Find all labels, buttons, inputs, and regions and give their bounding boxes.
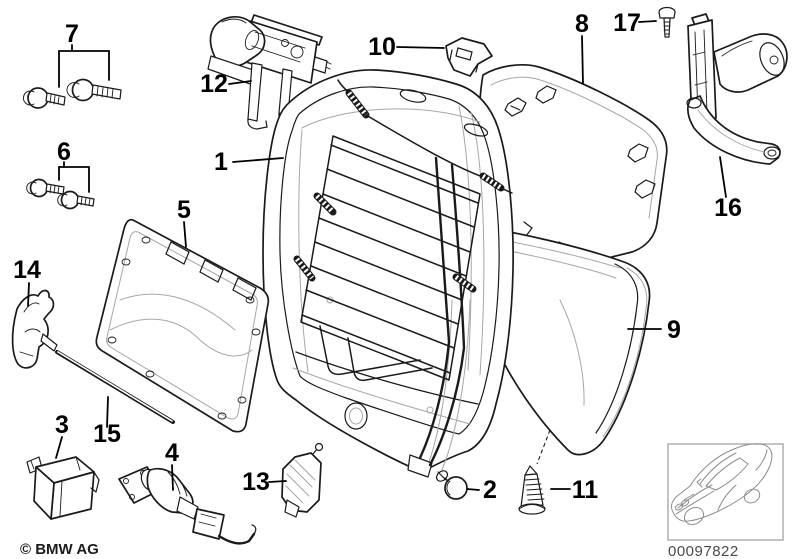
part-11-screw [518, 429, 551, 515]
callout-label-8: 8 [575, 10, 589, 38]
part-14-latch [11, 289, 58, 369]
part-6-bolts [26, 178, 95, 210]
callout-label-7: 7 [65, 20, 79, 48]
callout-label-3: 3 [55, 411, 69, 439]
callout-label-1: 1 [214, 148, 228, 176]
callout-10-leader [396, 46, 445, 49]
callout-2-leader [466, 488, 480, 491]
callout-12-leader [228, 80, 252, 85]
callout-label-17: 17 [613, 9, 641, 37]
callout-8-leader [581, 35, 584, 85]
part-number: 00097822 [668, 543, 739, 559]
copyright: © BMW AG [20, 541, 99, 558]
callout-15-leader [106, 396, 109, 428]
callout-label-2: 2 [483, 476, 497, 504]
car-outline-icon [671, 443, 773, 526]
thumbnail-frame [667, 443, 784, 541]
callout-label-15: 15 [93, 420, 121, 448]
part-3-module [26, 456, 100, 520]
callout-label-12: 12 [200, 70, 228, 98]
part-17-screw [658, 6, 676, 38]
callout-label-16: 16 [714, 194, 742, 222]
callout-label-6: 6 [57, 138, 71, 166]
part-2-pin [435, 470, 468, 500]
part-5-rear-panel [95, 218, 270, 433]
callout-17-leader [638, 20, 657, 23]
callout-label-10: 10 [368, 33, 396, 61]
callout-label-4: 4 [165, 439, 179, 467]
tension-springs [293, 89, 505, 293]
callout-13-leader [268, 480, 287, 483]
car-thumbnail: 00097822 [667, 443, 784, 559]
callout-16-leader [719, 156, 727, 198]
callout-1-leader [232, 157, 284, 163]
callout-label-13: 13 [242, 468, 270, 496]
part-10-clip [445, 37, 493, 77]
callout-3-leader [55, 436, 63, 459]
callout-label-11: 11 [572, 476, 599, 504]
part-13-actuator [281, 442, 324, 518]
part-7-bolts [22, 78, 122, 109]
callout-5-leader [183, 221, 187, 248]
part-1-backrest-frame [262, 69, 514, 478]
callout-label-14: 14 [13, 256, 41, 284]
callout-14-leader [27, 282, 30, 307]
lumbar-grid-outline [300, 135, 481, 381]
part-15-rod [55, 350, 175, 424]
callout-label-9: 9 [667, 316, 681, 344]
part-12-headrest-drive [207, 14, 332, 130]
part-4-actuator [118, 466, 257, 545]
part-11-alignment-dashes [536, 429, 551, 465]
callout-label-5: 5 [177, 196, 191, 224]
part-16-drive-unit [686, 13, 788, 165]
callout-4-leader [171, 464, 174, 491]
